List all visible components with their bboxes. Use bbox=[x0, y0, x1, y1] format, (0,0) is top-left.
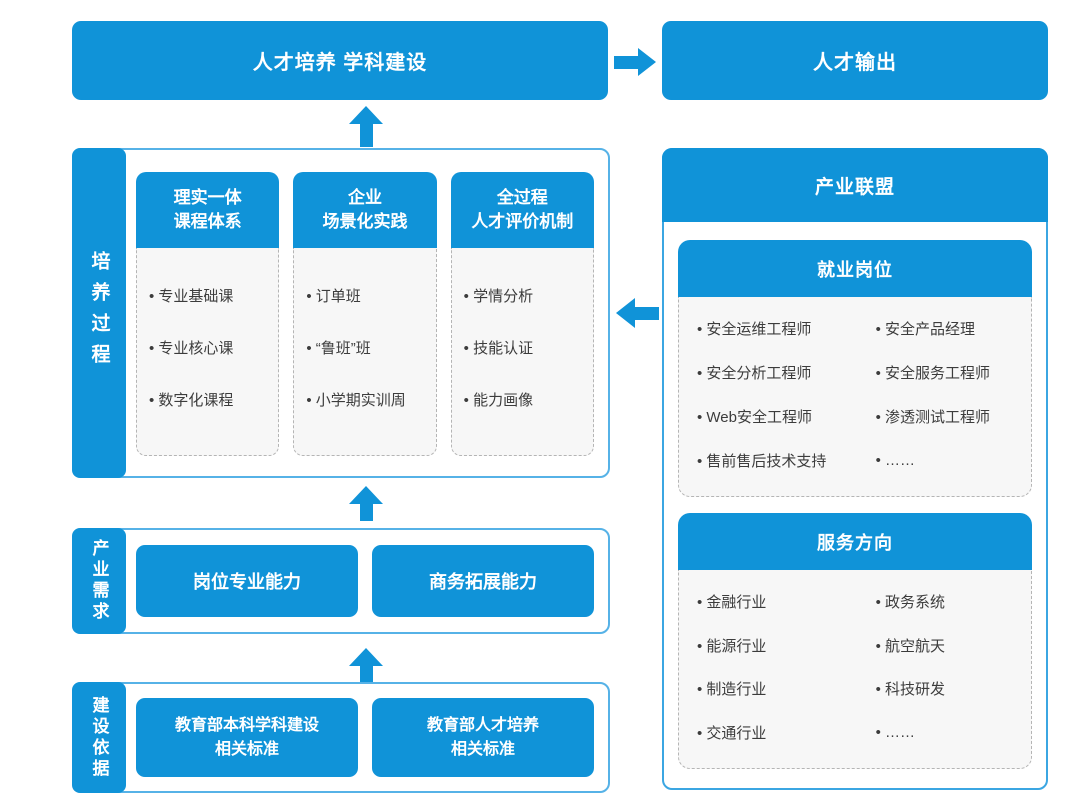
service-direction-header: 服务方向 bbox=[678, 513, 1032, 570]
arrow-right-head bbox=[638, 48, 656, 76]
list-item: 安全运维工程师 bbox=[697, 318, 876, 339]
business-expansion-ability-box: 商务拓展能力 bbox=[372, 545, 594, 617]
list-item: 金融行业 bbox=[697, 591, 876, 612]
list-item: Web安全工程师 bbox=[697, 406, 876, 427]
list-item: 交通行业 bbox=[697, 722, 876, 743]
column-curriculum-header: 理实一体 课程体系 bbox=[136, 172, 280, 248]
industry-demand-label: 产业需求 bbox=[72, 528, 126, 634]
arrow-up-process-to-top-icon bbox=[349, 106, 383, 147]
arrow-left-head bbox=[616, 298, 635, 328]
list-item: 技能认证 bbox=[464, 337, 583, 358]
list-item: 专业基础课 bbox=[149, 285, 268, 306]
talent-cultivation-box: 人才培养 学科建设 bbox=[72, 21, 608, 100]
column-evaluation-items: 学情分析 技能认证 能力画像 bbox=[450, 248, 594, 456]
construction-basis-label: 建设依据 bbox=[72, 682, 126, 793]
construction-basis-section: 建设依据 教育部本科学科建设 相关标准 教育部人才培养 相关标准 bbox=[72, 682, 610, 793]
list-item: 安全分析工程师 bbox=[697, 362, 876, 383]
arrow-up-shaft bbox=[359, 124, 373, 147]
arrow-up-basis-to-demand-icon bbox=[349, 648, 383, 682]
list-item: 订单班 bbox=[306, 285, 425, 306]
talent-cultivation-label: 人才培养 学科建设 bbox=[252, 52, 428, 74]
list-item: 航空航天 bbox=[876, 635, 1027, 656]
service-direction-group: 服务方向 金融行业 政务系统 能源行业 航空航天 制造行业 科技研发 交通行业 … bbox=[678, 513, 1032, 769]
job-professional-ability-box: 岗位专业能力 bbox=[136, 545, 358, 617]
arrow-up-head bbox=[349, 106, 383, 124]
moe-talent-standard-box: 教育部人才培养 相关标准 bbox=[372, 698, 594, 777]
column-curriculum: 理实一体 课程体系 专业基础课 专业核心课 数字化课程 bbox=[136, 172, 280, 456]
list-item: 专业核心课 bbox=[149, 337, 268, 358]
list-item: 安全产品经理 bbox=[876, 318, 1027, 339]
arrow-right-icon bbox=[614, 48, 656, 76]
industry-alliance-title: 产业联盟 bbox=[662, 148, 1048, 222]
arrow-up-demand-to-process-icon bbox=[349, 486, 383, 521]
talent-output-box: 人才输出 bbox=[662, 21, 1048, 100]
list-item: “鲁班”班 bbox=[306, 337, 425, 358]
arrow-up-head bbox=[349, 648, 383, 666]
moe-discipline-standard-box: 教育部本科学科建设 相关标准 bbox=[136, 698, 358, 777]
cultivation-process-section: 培养过程 理实一体 课程体系 专业基础课 专业核心课 数字化课程 企业 场景化实… bbox=[72, 148, 610, 478]
cultivation-process-label: 培养过程 bbox=[72, 148, 126, 478]
list-item: …… bbox=[876, 724, 1027, 741]
list-item: 学情分析 bbox=[464, 285, 583, 306]
list-item: 数字化课程 bbox=[149, 389, 268, 410]
industry-demand-section: 产业需求 岗位专业能力 商务拓展能力 bbox=[72, 528, 610, 634]
column-evaluation: 全过程 人才评价机制 学情分析 技能认证 能力画像 bbox=[450, 172, 594, 456]
list-item: 政务系统 bbox=[876, 591, 1027, 612]
cultivation-process-columns: 理实一体 课程体系 专业基础课 专业核心课 数字化课程 企业 场景化实践 订单班… bbox=[136, 172, 594, 456]
list-item: 能源行业 bbox=[697, 635, 876, 656]
list-item: 安全服务工程师 bbox=[876, 362, 1027, 383]
industry-alliance-panel: 产业联盟 就业岗位 安全运维工程师 安全产品经理 安全分析工程师 安全服务工程师… bbox=[662, 148, 1048, 790]
list-item: 科技研发 bbox=[876, 678, 1027, 699]
list-item: 能力画像 bbox=[464, 389, 583, 410]
arrow-right-shaft bbox=[614, 55, 638, 69]
column-enterprise-practice-items: 订单班 “鲁班”班 小学期实训周 bbox=[293, 248, 437, 456]
employment-positions-items: 安全运维工程师 安全产品经理 安全分析工程师 安全服务工程师 Web安全工程师 … bbox=[678, 297, 1032, 497]
employment-positions-header: 就业岗位 bbox=[678, 240, 1032, 297]
list-item: 渗透测试工程师 bbox=[876, 406, 1027, 427]
arrow-up-shaft bbox=[359, 666, 373, 682]
talent-output-label: 人才输出 bbox=[813, 52, 897, 74]
arrow-up-head bbox=[349, 486, 383, 504]
arrow-left-shaft bbox=[635, 306, 659, 320]
column-enterprise-practice: 企业 场景化实践 订单班 “鲁班”班 小学期实训周 bbox=[293, 172, 437, 456]
service-direction-items: 金融行业 政务系统 能源行业 航空航天 制造行业 科技研发 交通行业 …… bbox=[678, 570, 1032, 769]
employment-positions-group: 就业岗位 安全运维工程师 安全产品经理 安全分析工程师 安全服务工程师 Web安… bbox=[678, 240, 1032, 497]
arrow-up-shaft bbox=[359, 504, 373, 521]
list-item: 小学期实训周 bbox=[306, 389, 425, 410]
column-evaluation-header: 全过程 人才评价机制 bbox=[450, 172, 594, 248]
list-item: 制造行业 bbox=[697, 678, 876, 699]
list-item: …… bbox=[876, 452, 1027, 469]
column-enterprise-practice-header: 企业 场景化实践 bbox=[293, 172, 437, 248]
list-item: 售前售后技术支持 bbox=[697, 450, 876, 471]
arrow-left-icon bbox=[616, 298, 659, 328]
column-curriculum-items: 专业基础课 专业核心课 数字化课程 bbox=[136, 248, 280, 456]
